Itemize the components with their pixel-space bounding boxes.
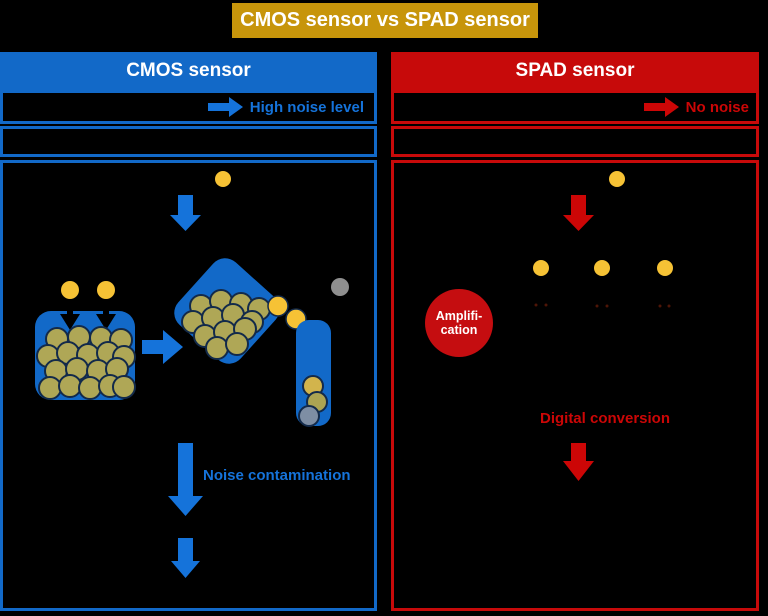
title-text: CMOS sensor vs SPAD sensor [240,9,530,31]
noise-contamination-label: Noise contamination [203,467,351,484]
amplification-label-line1: Amplifi- [435,309,483,323]
cmos-header: CMOS sensor [0,52,377,90]
cmos-noise-row: High noise level [0,90,377,124]
spad-empty-row [391,126,759,157]
spad-header: SPAD sensor [391,52,759,90]
spad-noise-row: No noise [391,90,759,124]
right-arrow-icon [207,97,243,117]
amplification-label-line2: cation [440,323,478,337]
spad-header-label: SPAD sensor [515,60,635,81]
spad-noise-label: No noise [685,98,749,116]
cmos-noise-label: High noise level [249,98,364,116]
cmos-empty-row [0,126,377,157]
cmos-pixel-box [16,240,357,440]
amplification-badge: Amplifi- cation [425,289,493,357]
digital-conversion-label: Digital conversion [539,410,671,427]
cmos-header-label: CMOS sensor [126,60,251,81]
right-arrow-icon [643,97,679,117]
title-banner: CMOS sensor vs SPAD sensor [232,3,538,38]
